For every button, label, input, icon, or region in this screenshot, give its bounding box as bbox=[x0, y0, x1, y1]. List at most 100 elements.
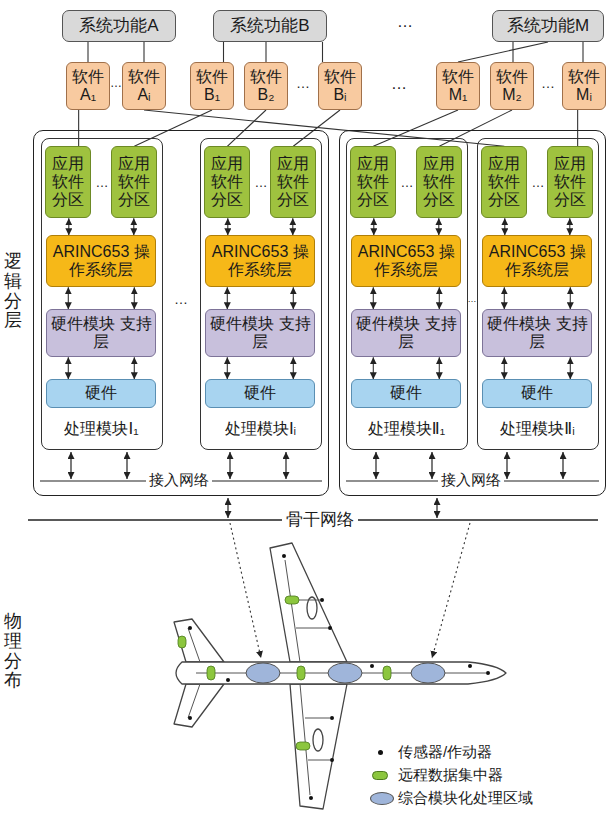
legend-text: 综合模块化处理区域 bbox=[398, 790, 533, 807]
node-text: 应用 软件 分区 bbox=[353, 155, 393, 210]
os-layer-box: ARINC653 操作系统层 bbox=[351, 235, 461, 287]
node-text: 软件 A₁ bbox=[69, 68, 107, 105]
rdc-symbol bbox=[207, 666, 215, 680]
rdc-symbol bbox=[383, 666, 391, 680]
partition-box: 应用 软件 分区 bbox=[350, 146, 396, 218]
legend-text: 远程数据集中器 bbox=[398, 767, 503, 784]
ellipsis-mark: … bbox=[110, 77, 122, 90]
ima-region bbox=[328, 663, 362, 683]
legend-item: 传感器/作动器 bbox=[370, 744, 492, 761]
connector-arrow bbox=[504, 218, 505, 235]
software-box: 软件 B₂ bbox=[244, 62, 288, 110]
network-arrow bbox=[126, 452, 127, 479]
network-arrow bbox=[506, 452, 507, 479]
connector-arrow bbox=[134, 287, 135, 309]
connector-line bbox=[223, 42, 224, 62]
connector-arrow bbox=[373, 218, 374, 235]
hal-layer-box: 硬件模块 支持层 bbox=[482, 309, 592, 357]
rdc-symbol bbox=[297, 666, 305, 680]
node-text: 系统功能M bbox=[507, 16, 589, 36]
side-heading: 物理分布 bbox=[4, 612, 22, 691]
software-box: 软件 M₁ bbox=[436, 62, 480, 110]
software-box: 软件 Aᵢ bbox=[122, 62, 166, 110]
hardware-box: 硬件 bbox=[482, 379, 592, 407]
software-box: 软件 B₁ bbox=[190, 62, 234, 110]
connector-line bbox=[512, 42, 513, 62]
node-text: 硬件模块 支持层 bbox=[208, 315, 312, 352]
connector-arrow bbox=[68, 218, 69, 235]
node-text: ARINC653 操作系统层 bbox=[485, 243, 589, 280]
ellipsis-mark: … bbox=[401, 176, 414, 190]
partition-box: 应用 软件 分区 bbox=[416, 146, 462, 218]
software-box: 软件 Bᵢ bbox=[318, 62, 362, 110]
connector-line bbox=[265, 42, 266, 62]
legend-item: 远程数据集中器 bbox=[370, 767, 503, 784]
rdc-symbol bbox=[296, 742, 310, 750]
node-text: 接入网络 bbox=[438, 471, 504, 489]
connector-arrow bbox=[227, 218, 228, 235]
node-text: 应用 软件 分区 bbox=[484, 155, 524, 210]
backbone-arrow bbox=[227, 498, 228, 518]
network-label: 骨干网络 bbox=[282, 511, 358, 530]
connector-arrow bbox=[133, 218, 134, 235]
connector-line bbox=[577, 110, 578, 146]
sensor-dot bbox=[188, 716, 192, 720]
module-group: 应用 软件 分区应用 软件 分区ARINC653 操作系统层硬件模块 支持层硬件… bbox=[339, 130, 606, 496]
sensor-dot bbox=[188, 626, 192, 630]
airplane-bus bbox=[188, 628, 200, 662]
ima-swatch bbox=[370, 792, 394, 805]
sensor-dot bbox=[309, 796, 313, 800]
node-text: 硬件模块 支持层 bbox=[49, 315, 153, 352]
node-text: 硬件 bbox=[521, 384, 553, 402]
connector-arrow bbox=[293, 287, 294, 309]
system-function-box: 系统功能M bbox=[492, 10, 604, 42]
network-arrow bbox=[562, 452, 563, 479]
os-layer-box: ARINC653 操作系统层 bbox=[46, 235, 156, 287]
node-text: 硬件 bbox=[244, 384, 276, 402]
sensor-dot bbox=[226, 678, 230, 682]
software-box: 软件 M₂ bbox=[490, 62, 534, 110]
node-text: ARINC653 操作系统层 bbox=[354, 243, 458, 280]
system-function-box: 系统功能A bbox=[62, 10, 176, 42]
sensor-dot-swatch bbox=[378, 750, 383, 755]
airplane-stabilizer bbox=[174, 684, 224, 727]
connector-line bbox=[293, 110, 340, 146]
network-arrow bbox=[375, 452, 376, 479]
hardware-box: 硬件 bbox=[46, 379, 156, 407]
rdc-symbol bbox=[178, 636, 186, 648]
connector-arrow bbox=[570, 357, 571, 379]
node-text: 软件 Aᵢ bbox=[125, 68, 163, 105]
connector-line bbox=[87, 42, 88, 62]
connector-arrow bbox=[504, 357, 505, 379]
network-arrow bbox=[431, 452, 432, 479]
hal-layer-box: 硬件模块 支持层 bbox=[205, 309, 315, 357]
airplane-bus bbox=[300, 684, 310, 795]
ellipsis-mark: … bbox=[255, 176, 268, 190]
hardware-box: 硬件 bbox=[351, 379, 461, 407]
dotted-pointer bbox=[230, 523, 261, 658]
airplane-wing bbox=[270, 543, 347, 662]
system-function-box: 系统功能B bbox=[213, 10, 327, 42]
connector-arrow bbox=[504, 287, 505, 309]
connector-line bbox=[78, 110, 79, 146]
connector-line bbox=[439, 110, 512, 146]
side-heading: 逻辑分层 bbox=[4, 252, 22, 331]
node-text: 软件 Mᵢ bbox=[565, 68, 603, 105]
ima-region bbox=[411, 663, 445, 683]
connector-arrow bbox=[439, 287, 440, 309]
node-text: 应用 软件 分区 bbox=[114, 155, 154, 210]
network-arrow bbox=[285, 452, 286, 479]
node-text: 硬件 bbox=[85, 384, 117, 402]
hal-layer-box: 硬件模块 支持层 bbox=[46, 309, 156, 357]
partition-box: 应用 软件 分区 bbox=[111, 146, 157, 218]
node-text: 软件 M₁ bbox=[439, 68, 477, 105]
connector-arrow bbox=[293, 357, 294, 379]
os-layer-box: ARINC653 操作系统层 bbox=[205, 235, 315, 287]
connector-line bbox=[582, 42, 583, 62]
connector-line bbox=[143, 42, 144, 62]
node-text: 系统功能B bbox=[230, 16, 309, 36]
node-text: 应用 软件 分区 bbox=[419, 155, 459, 210]
